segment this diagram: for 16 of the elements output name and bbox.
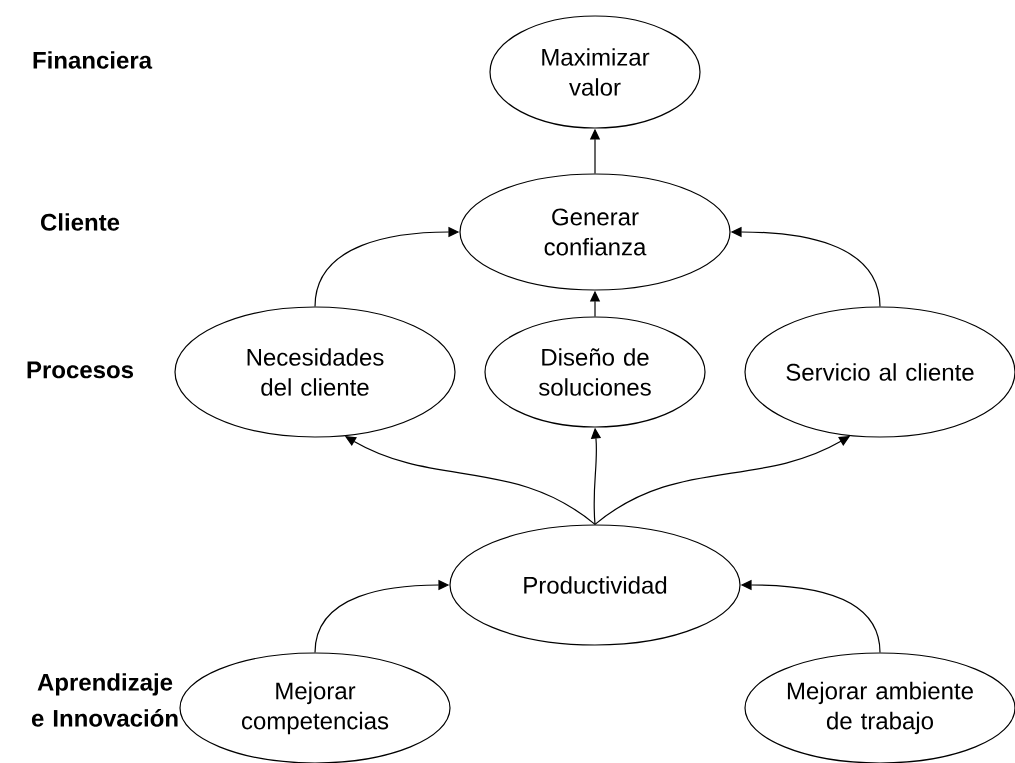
node-text: Necesidades del cliente [247,348,384,396]
node-text: Diseño de soluciones [539,348,651,396]
node-text: Productividad [524,576,667,594]
ellipse-node [174,306,456,438]
level-label: Cliente [41,213,120,231]
node-text: Maximizar valor [542,48,650,96]
ellipse-node [459,173,731,291]
ellipse-node [489,15,701,129]
node-text: Mejorar competencias [242,681,389,735]
node-text: Generar confianza [544,208,647,256]
ellipse-node [484,316,706,428]
level-label: Procesos [27,361,134,379]
node-text: Servicio al cliente [786,363,974,381]
ellipse-node [449,524,741,646]
node-text: Mejorar ambiente de trabajo [787,681,973,735]
level-label: Financiera [33,51,153,69]
